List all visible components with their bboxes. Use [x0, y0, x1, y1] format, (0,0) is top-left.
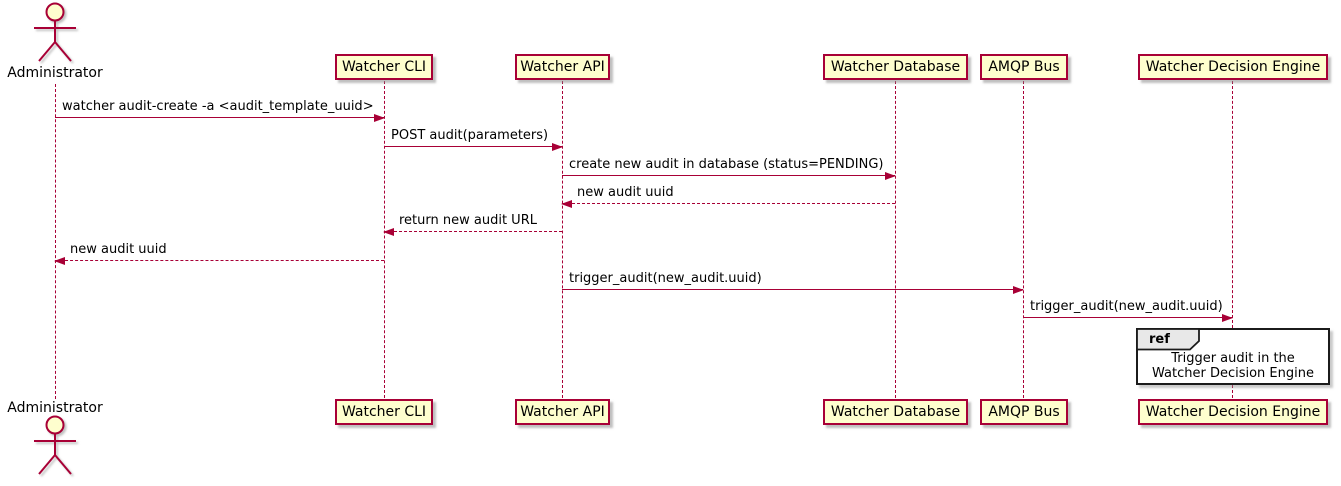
participant-watcher-decision-engine-bottom: Watcher Decision Engine — [1138, 399, 1328, 425]
ref-tab — [1137, 329, 1200, 351]
participant-watcher-decision-engine-top: Watcher Decision Engine — [1138, 54, 1328, 80]
message-label: new audit uuid — [70, 242, 167, 257]
arrowhead-right-icon — [1222, 314, 1233, 322]
participant-watcher-cli-top: Watcher CLI — [335, 54, 433, 80]
participant-watcher-api-top: Watcher API — [515, 54, 610, 80]
message-line — [55, 260, 384, 261]
participant-watcher-database-top: Watcher Database — [823, 54, 968, 80]
actor-label-bottom: Administrator — [7, 400, 103, 416]
arrowhead-left-icon — [383, 228, 394, 236]
message-line — [384, 146, 562, 147]
message-label: trigger_audit(new_audit.uuid) — [569, 271, 762, 286]
message-line — [384, 231, 562, 232]
ref-text-line-1: Trigger audit in the — [1171, 351, 1295, 366]
message-label: new audit uuid — [577, 185, 674, 200]
ref-text-line-2: Watcher Decision Engine — [1152, 366, 1314, 381]
actor-label-top: Administrator — [7, 65, 103, 81]
participant-watcher-cli-bottom: Watcher CLI — [335, 399, 433, 425]
ref-keyword-label: ref — [1149, 332, 1170, 347]
arrowhead-left-icon — [54, 257, 65, 265]
actor-icon-top — [34, 2, 76, 62]
message-line — [562, 175, 895, 176]
arrowhead-left-icon — [561, 200, 572, 208]
message-line — [562, 203, 895, 204]
participant-amqp-bus-top: AMQP Bus — [980, 54, 1068, 80]
lifeline-watcher-database — [895, 81, 896, 398]
message-new-audit-uuid-cli: new audit uuid — [54, 242, 384, 265]
message-line — [1023, 317, 1232, 318]
arrowhead-right-icon — [1013, 286, 1024, 294]
lifeline-watcher-api — [562, 81, 563, 398]
message-label: watcher audit-create -a <audit_template_… — [62, 99, 374, 114]
message-trigger-audit-wde: trigger_audit(new_audit.uuid) — [1023, 299, 1233, 322]
message-new-audit-uuid-db: new audit uuid — [561, 185, 895, 208]
lifeline-amqp-bus — [1023, 81, 1024, 398]
message-audit-create: watcher audit-create -a <audit_template_… — [55, 99, 385, 122]
message-label: create new audit in database (status=PEN… — [569, 157, 884, 172]
lifeline-administrator — [55, 84, 56, 399]
lifeline-watcher-cli — [384, 81, 385, 398]
message-line — [55, 117, 384, 118]
message-label: trigger_audit(new_audit.uuid) — [1030, 299, 1223, 314]
ref-text: Trigger audit in the Watcher Decision En… — [1138, 351, 1328, 381]
message-trigger-audit-amqp: trigger_audit(new_audit.uuid) — [562, 271, 1024, 294]
arrowhead-right-icon — [374, 114, 385, 122]
ref-fragment: ref Trigger audit in the Watcher Decisio… — [1136, 328, 1330, 385]
actor-icon-bottom — [34, 415, 76, 475]
message-label: return new audit URL — [399, 213, 537, 228]
message-create-audit-db: create new audit in database (status=PEN… — [562, 157, 896, 180]
message-line — [562, 289, 1023, 290]
lifeline-watcher-decision-engine-lower — [1232, 385, 1233, 398]
participant-watcher-database-bottom: Watcher Database — [823, 399, 968, 425]
participant-amqp-bus-bottom: AMQP Bus — [980, 399, 1068, 425]
message-post-audit: POST audit(parameters) — [384, 128, 563, 151]
message-label: POST audit(parameters) — [391, 128, 549, 143]
arrowhead-right-icon — [885, 172, 896, 180]
arrowhead-right-icon — [552, 143, 563, 151]
participant-watcher-api-bottom: Watcher API — [515, 399, 610, 425]
lifeline-watcher-decision-engine-upper — [1232, 81, 1233, 328]
message-return-audit-url: return new audit URL — [383, 213, 562, 236]
